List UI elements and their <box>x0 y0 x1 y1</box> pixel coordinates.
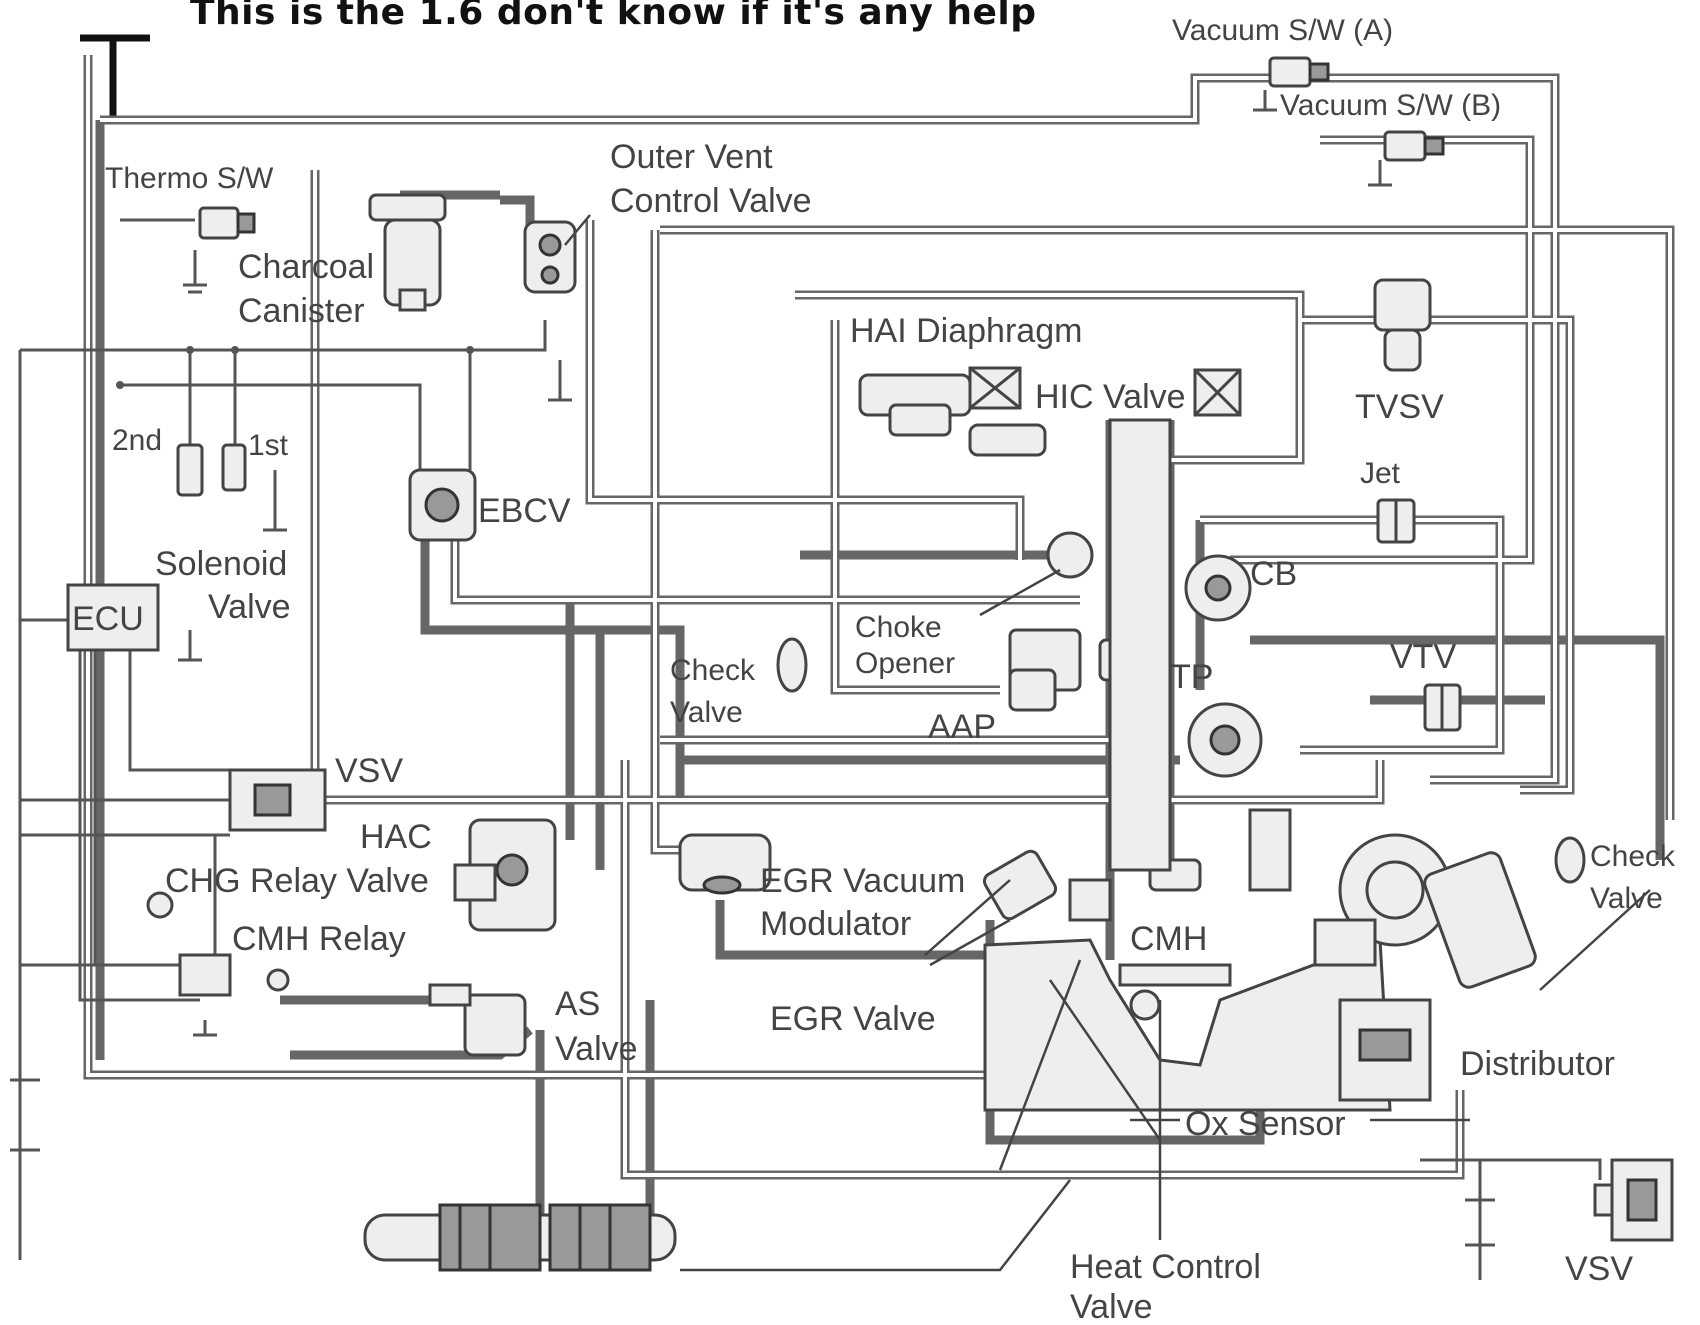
label-charcoal: Charcoal <box>238 248 374 286</box>
aap <box>1008 668 1057 712</box>
label-egr-valve: EGR Valve <box>770 1000 936 1038</box>
label-control-valve: Control Valve <box>610 182 812 220</box>
label-ox-sensor: Ox Sensor <box>1185 1105 1346 1143</box>
vacuum-switch-b <box>1383 130 1445 162</box>
ground-symbols <box>10 90 1495 1247</box>
label-valve-solenoid: Valve <box>208 588 291 626</box>
chg-relay-valve <box>146 863 497 919</box>
outer-vent-control-valve <box>523 220 577 294</box>
label-hic-valve: HIC Valve <box>1035 378 1186 416</box>
heat-control-valve <box>680 1000 1162 1272</box>
label-valve-heat: Valve <box>1070 1288 1153 1325</box>
label-vtv: VTV <box>1390 638 1456 676</box>
vsv-right <box>1593 1158 1674 1242</box>
label-cmh: CMH <box>1130 920 1207 958</box>
label-solenoid: Solenoid <box>155 545 287 583</box>
engine-manifold <box>983 937 1392 1171</box>
jet <box>1376 498 1416 544</box>
label-distributor: Distributor <box>1460 1045 1615 1083</box>
label-vacuum-sw-b: Vacuum S/W (B) <box>1280 89 1501 122</box>
cmh-relay <box>178 953 290 997</box>
label-modulator: Modulator <box>760 905 911 943</box>
label-tp: TP <box>1170 658 1213 696</box>
label-cb: CB <box>1250 555 1297 593</box>
label-hai-diaphragm: HAI Diaphragm <box>850 312 1082 350</box>
label-2nd: 2nd <box>112 424 162 457</box>
vacuum-switch-a <box>1268 56 1330 88</box>
exhaust-pipe <box>363 1203 677 1272</box>
label-vsv-1: VSV <box>335 752 403 790</box>
label-aap: AAP <box>928 708 996 746</box>
label-chg-relay-valve: CHG Relay Valve <box>165 862 429 900</box>
charcoal-canister <box>368 193 447 312</box>
cb-valve <box>1184 554 1252 622</box>
labels: Vacuum S/W (A) Vacuum S/W (B) Thermo S/W… <box>72 14 1676 1325</box>
egr-vacuum-modulator <box>678 833 772 895</box>
ebcv <box>408 468 477 542</box>
check-valve-right <box>1554 836 1586 884</box>
ground-bar-icon <box>80 34 150 120</box>
label-hac: HAC <box>360 818 432 856</box>
label-vsv-2: VSV <box>1565 1250 1633 1288</box>
as-valve <box>428 983 527 1057</box>
label-1st: 1st <box>248 429 289 462</box>
ecu-box <box>66 583 160 652</box>
label-vacuum-sw-a: Vacuum S/W (A) <box>1172 14 1393 47</box>
tp-sensor <box>1187 702 1263 778</box>
label-check-2: Check <box>1590 840 1676 873</box>
label-valve-check-1: Valve <box>670 696 743 729</box>
ecu-wiring <box>18 218 1602 1280</box>
label-check-1: Check <box>670 654 756 687</box>
label-as: AS <box>555 985 600 1023</box>
label-heat-control: Heat Control <box>1070 1248 1261 1286</box>
label-choke: Choke <box>855 611 942 644</box>
label-opener: Opener <box>855 647 955 680</box>
label-jet: Jet <box>1360 457 1401 490</box>
egr-valve <box>982 849 1058 921</box>
distributor <box>1313 833 1537 1102</box>
tvsv <box>1373 278 1432 372</box>
hic-valve <box>968 366 1242 457</box>
label-tvsv: TVSV <box>1355 388 1444 426</box>
label-leaders <box>564 214 1651 991</box>
label-egr-vacuum: EGR Vacuum <box>760 862 965 900</box>
check-valve-upper <box>776 637 808 693</box>
label-outer-vent: Outer Vent <box>610 138 773 176</box>
label-thermo-sw: Thermo S/W <box>105 162 274 195</box>
thermo-switch <box>198 206 256 240</box>
label-valve-check-2: Valve <box>1590 882 1663 915</box>
label-canister: Canister <box>238 292 365 330</box>
post-caption: This is the 1.6 don't know if it's any h… <box>190 0 1037 33</box>
label-ecu: ECU <box>72 600 144 638</box>
label-cmh-relay: CMH Relay <box>232 920 406 958</box>
label-ebcv: EBCV <box>478 492 571 530</box>
label-valve-as: Valve <box>555 1030 638 1068</box>
hai-diaphragm <box>858 373 972 437</box>
solenoid-valves <box>176 443 247 497</box>
vsv-left <box>228 768 327 832</box>
vtv <box>1423 683 1462 732</box>
carburetor <box>1108 418 1292 892</box>
